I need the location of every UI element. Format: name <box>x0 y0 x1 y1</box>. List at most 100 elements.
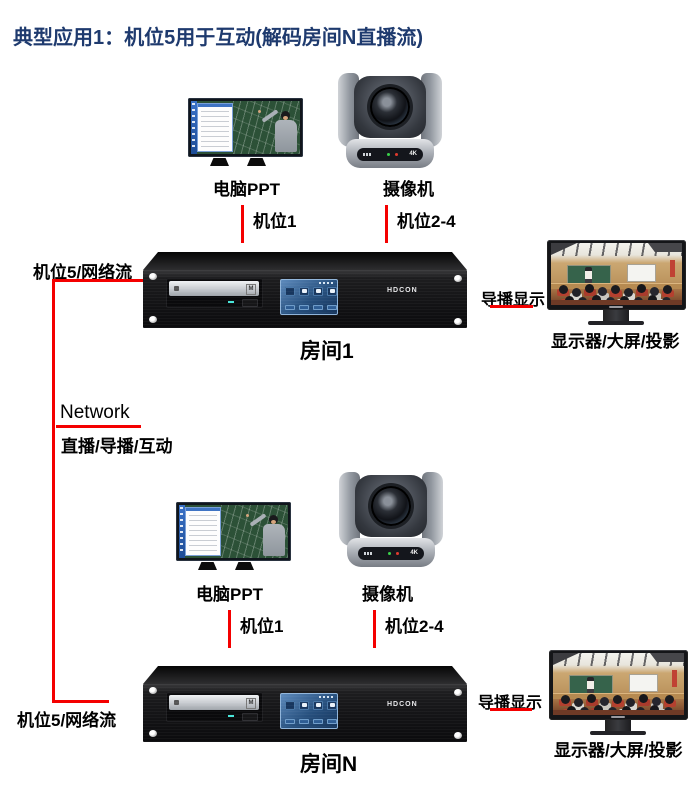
classroom-teacher <box>585 267 592 284</box>
feed1-label: 机位1 <box>253 212 297 231</box>
camera-lens <box>370 87 410 127</box>
teacher-face <box>271 520 276 524</box>
teacher-hand <box>246 514 249 517</box>
network-label: Network <box>60 402 130 423</box>
camera-arm-left <box>338 73 359 147</box>
camera-logo-mark <box>363 153 372 156</box>
eject-button <box>242 713 258 721</box>
tv-brand-mark <box>609 306 623 308</box>
tv-stand-base <box>590 731 646 735</box>
ceiling-structure <box>648 243 682 252</box>
teacher-head <box>269 515 278 524</box>
camera-led-red <box>395 153 398 156</box>
network-modes-label: 直播/导播/互动 <box>61 437 173 456</box>
page-title: 典型应用1：机位5用于互动(解码房间N直播流) <box>13 27 424 49</box>
rack-front-face: M HDCON <box>143 270 467 328</box>
students-heads <box>561 695 570 704</box>
brand-logo: HDCON <box>387 701 418 708</box>
document-window <box>185 507 221 556</box>
feed5-connection-line <box>52 700 109 703</box>
camera-arm-left <box>339 472 360 546</box>
teacher-body <box>275 120 297 152</box>
classroom-teacher <box>587 677 594 694</box>
disc-icon <box>174 286 179 291</box>
room-name-label: 房间1 <box>300 340 354 363</box>
ppt-label: 电脑PPT <box>213 180 281 199</box>
camera-label: 摄像机 <box>383 180 434 199</box>
feed1-connection-line <box>228 610 231 648</box>
touchscreen-tile <box>285 287 295 296</box>
touchscreen <box>280 279 338 315</box>
ppt-monitor-image <box>176 502 291 571</box>
touchscreen-tile <box>327 287 337 296</box>
touchscreen-status-text <box>319 282 335 284</box>
camera-front-panel: 4K <box>358 547 424 560</box>
monitor-screen <box>179 505 288 558</box>
ceiling-structure <box>650 653 684 662</box>
touchscreen-button <box>313 305 323 310</box>
director-output-label: 导播显示 <box>478 695 543 712</box>
feed2-connection-line <box>373 610 376 648</box>
classroom-ceiling <box>551 243 682 256</box>
classroom-desks <box>553 693 684 699</box>
touchscreen-button <box>327 305 337 310</box>
tv-display-image <box>547 240 686 325</box>
taskbar <box>191 101 197 154</box>
screw-hole <box>149 687 157 694</box>
touchscreen-button <box>285 719 295 724</box>
ptz-camera-image: 4K <box>337 73 443 170</box>
camera-led-green <box>387 153 390 156</box>
feed2-connection-line <box>385 205 388 243</box>
touchscreen-button <box>299 719 309 724</box>
tv-screen <box>553 653 684 715</box>
classroom-desks <box>551 283 682 289</box>
touchscreen-tile <box>327 701 337 710</box>
camera-logo-mark <box>364 552 373 555</box>
feed5-label: 机位5/网络流 <box>17 711 117 730</box>
screw-hole <box>149 316 157 323</box>
optical-drive: M <box>166 692 263 722</box>
camera-led-green <box>388 552 391 555</box>
camera-base: 4K <box>346 139 434 168</box>
camera-head <box>354 76 426 138</box>
tv-stand-neck <box>605 720 631 731</box>
monitor-screen <box>191 101 300 154</box>
drive-led <box>228 301 234 303</box>
ppt-label: 电脑PPT <box>196 585 264 604</box>
feed2-label: 机位2-4 <box>397 212 456 231</box>
drive-mark: M <box>246 284 256 295</box>
tv-display-image <box>549 650 688 735</box>
classroom-ceiling <box>553 653 684 666</box>
camera-arm-right <box>421 73 442 147</box>
students-heads <box>559 285 568 294</box>
wall-banner <box>670 260 675 277</box>
touchscreen-button <box>327 719 337 724</box>
network-connection-line <box>52 279 55 703</box>
tv-stand-neck <box>603 310 629 321</box>
wall-banner <box>672 670 677 687</box>
director-output-label: 导播显示 <box>481 292 546 309</box>
director-connection-line <box>490 305 533 308</box>
disc-icon <box>174 700 179 705</box>
monitor-stand <box>198 562 217 570</box>
camera-front-panel: 4K <box>357 148 423 161</box>
touchscreen <box>280 693 338 729</box>
camera-head <box>355 475 427 537</box>
touchscreen-button <box>313 719 323 724</box>
touchscreen-tile <box>313 287 323 296</box>
network-underline <box>56 425 141 428</box>
camera-lens <box>371 486 411 526</box>
screw-hole <box>454 689 462 696</box>
teacher-hand <box>258 110 261 113</box>
monitor-stand <box>235 562 254 570</box>
director-connection-line <box>490 708 532 711</box>
feed5-connection-line <box>52 279 144 282</box>
screw-hole <box>454 275 462 282</box>
tv-screen <box>551 243 682 305</box>
feed1-label: 机位1 <box>240 617 284 636</box>
drive-slot: M <box>169 281 259 296</box>
feed1-connection-line <box>241 205 244 243</box>
display-label: 显示器/大屏/投影 <box>551 332 680 351</box>
camera-led-red <box>396 552 399 555</box>
